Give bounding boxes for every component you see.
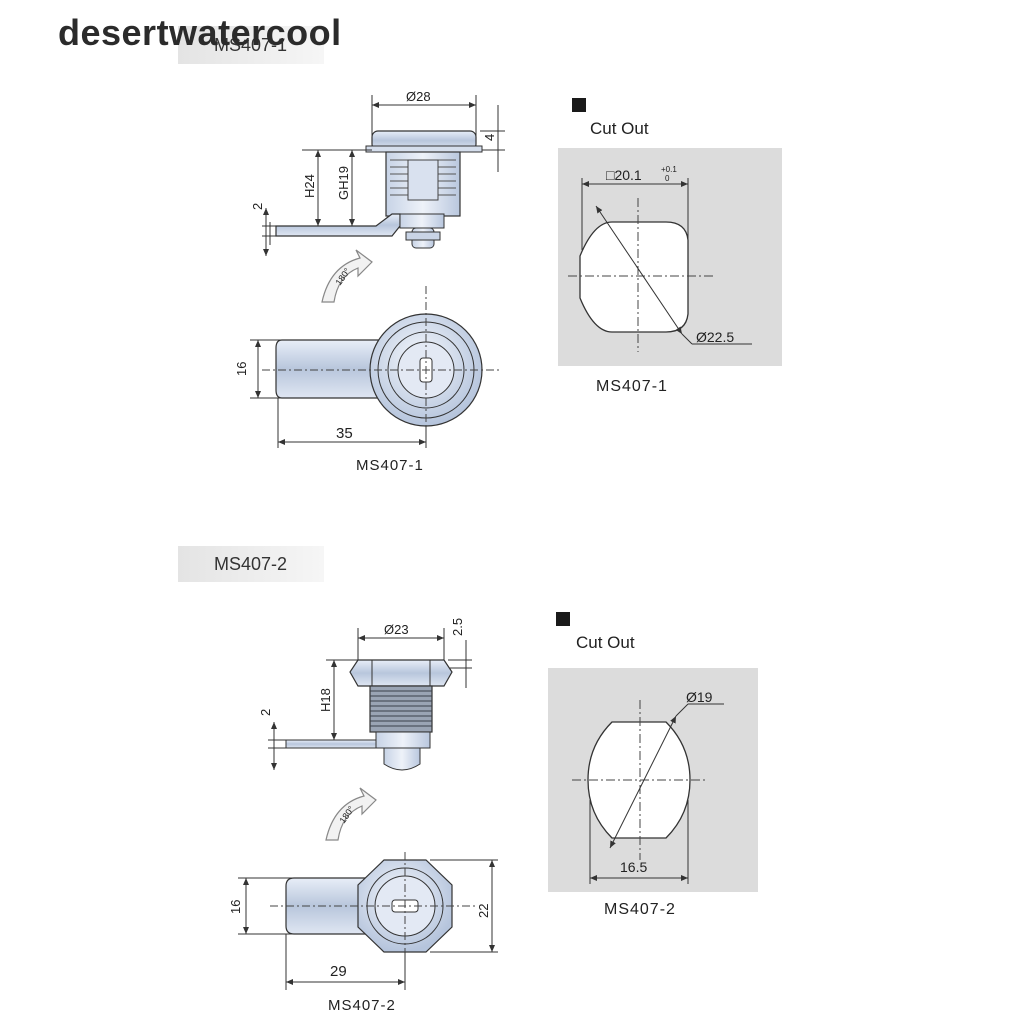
- dim-total-height: H18: [318, 688, 333, 712]
- ms407-2-cutout: Cut Out Ø19 16.5 MS407-2: [548, 612, 758, 918]
- cutout-title: Cut Out: [590, 119, 649, 138]
- dim-length: 35: [336, 425, 353, 442]
- model-tag-ms407-1: MS407-1: [178, 26, 324, 64]
- dim-diameter-top: Ø23: [384, 622, 409, 637]
- view-caption: MS407-1: [356, 457, 424, 474]
- model-tag-ms407-2: MS407-2: [178, 546, 324, 582]
- dim-across-flats: 22: [476, 904, 491, 918]
- dim-length: 29: [330, 963, 347, 980]
- ms407-1-bottom-view: 16 35 MS407-1: [234, 286, 500, 474]
- dim-grip-height: GH19: [336, 166, 351, 200]
- cutout-caption: MS407-2: [604, 901, 676, 918]
- ms407-1-side-view: Ø28 4 2 H24 GH19: [250, 89, 505, 256]
- rotation-arrow-icon: 180°: [325, 787, 377, 841]
- bullet-square-icon: [556, 612, 570, 626]
- ms407-2-bottom-view: 16 22 29 MS407-2: [228, 852, 498, 1014]
- dim-flange-thickness: 4: [482, 134, 497, 141]
- model-tag-label: MS407-1: [214, 34, 288, 55]
- dim-cutout-diameter: Ø22.5: [696, 329, 734, 345]
- dim-tolerance-lower: 0: [665, 174, 670, 183]
- dim-cutout-flat: 16.5: [620, 859, 647, 875]
- dim-diameter-top: Ø28: [406, 89, 431, 104]
- bullet-square-icon: [572, 98, 586, 112]
- ms407-2-side-view: Ø23 2.5 2 H18: [258, 618, 472, 771]
- dim-cam-width: 16: [234, 362, 249, 376]
- cutout-caption: MS407-1: [596, 378, 668, 395]
- dim-cam-thickness: 2: [258, 709, 273, 716]
- dim-flange-thickness: 2.5: [450, 618, 465, 636]
- rotation-arrow-icon: 180°: [321, 249, 373, 303]
- model-tag-label: MS407-2: [214, 553, 288, 574]
- dim-cam-thickness: 2: [250, 203, 265, 210]
- watermark-text: desertwatercool: [58, 12, 342, 53]
- dim-cutout-square: □20.1: [606, 167, 642, 183]
- dim-total-height: H24: [302, 174, 317, 198]
- dim-cam-width: 16: [228, 900, 243, 914]
- ms407-1-cutout: Cut Out □20.1 +0.1 0 Ø22.5 MS407-1: [558, 98, 782, 395]
- dim-tolerance-upper: +0.1: [661, 165, 677, 174]
- view-caption: MS407-2: [328, 997, 396, 1014]
- dim-cutout-diameter: Ø19: [686, 689, 713, 705]
- cutout-title: Cut Out: [576, 633, 635, 652]
